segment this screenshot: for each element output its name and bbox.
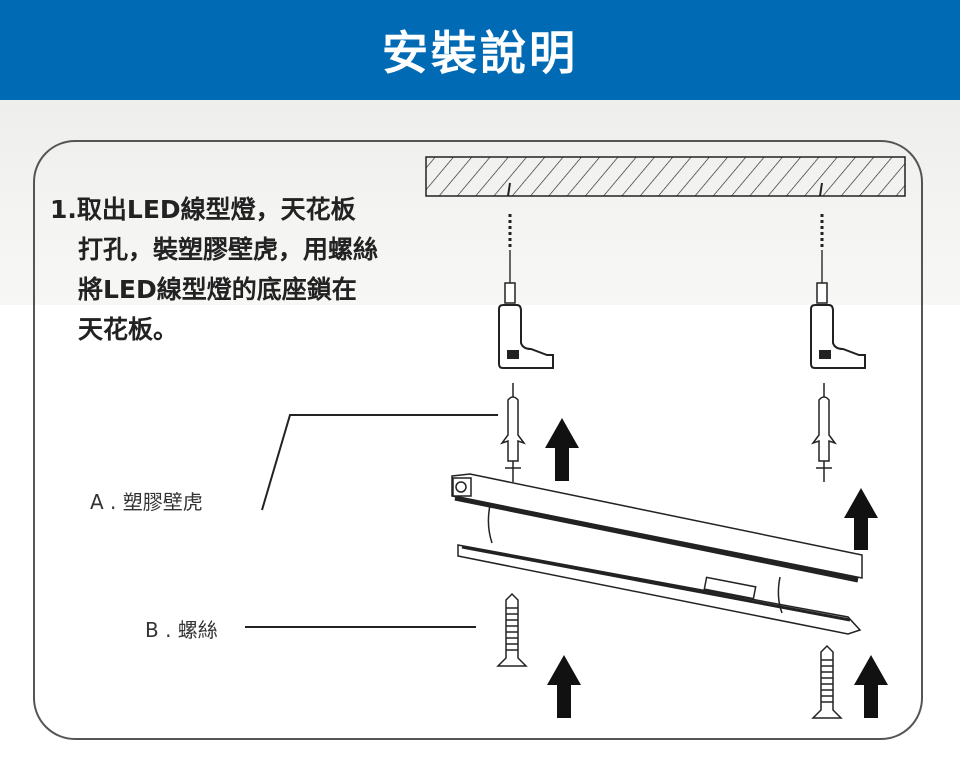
drill-hole	[507, 182, 511, 197]
leader-line-a	[261, 414, 498, 511]
wall-anchor-icon	[499, 383, 527, 482]
up-arrow-icon	[854, 655, 888, 718]
up-arrow-icon	[844, 488, 878, 550]
step-line: 打孔，裝塑膠壁虎，用螺絲	[78, 235, 379, 264]
header-banner: 安裝說明	[0, 0, 960, 100]
step-line: 天花板。	[78, 315, 179, 344]
step-line: 將LED線型燈的底座鎖在	[78, 275, 357, 304]
background-photo	[0, 100, 960, 305]
up-arrow-icon	[547, 655, 581, 718]
label-screw: B . 螺絲	[145, 618, 218, 642]
drill-icon	[498, 214, 554, 369]
wall-anchor-icon	[810, 383, 838, 482]
drill-icon	[810, 214, 866, 369]
up-arrow-icon	[545, 418, 579, 481]
background	[0, 305, 960, 757]
screw-icon	[496, 592, 528, 667]
ceiling	[425, 156, 906, 197]
screw-icon	[811, 644, 843, 719]
drill-hole	[819, 182, 823, 197]
label-wall-anchor: A . 塑膠壁虎	[90, 490, 203, 514]
page-title: 安裝說明	[382, 26, 578, 80]
instruction-panel	[33, 140, 923, 740]
led-linear-lamp	[451, 473, 863, 635]
step-line: 1.取出LED線型燈，天花板	[50, 195, 356, 224]
step-1-instructions: 1.取出LED線型燈，天花板 打孔，裝塑膠壁虎，用螺絲 將LED線型燈的底座鎖在…	[50, 190, 378, 350]
